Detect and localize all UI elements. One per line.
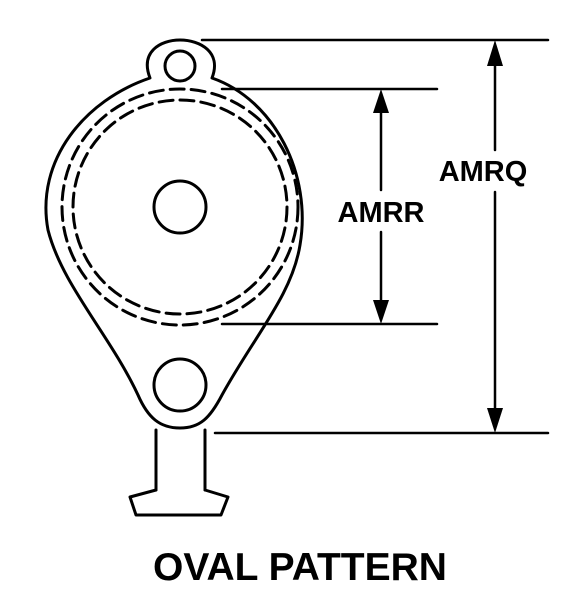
flange-outline	[44, 38, 304, 430]
bottom-mounting-hole	[152, 357, 208, 413]
dimension-label-amrr: AMRR	[338, 197, 425, 229]
hidden-circle-inner	[71, 98, 289, 316]
hidden-circle-outer	[60, 87, 300, 327]
stem-foot	[128, 488, 230, 517]
top-mounting-hole	[163, 49, 197, 83]
arrowhead-amrr-bottom	[373, 300, 389, 324]
center-bore	[152, 179, 208, 235]
arrowhead-amrq-top	[487, 40, 503, 66]
arrowhead-amrr-top	[373, 89, 389, 113]
arrowhead-amrq-bottom	[487, 408, 503, 433]
dimension-label-amrq: AMRQ	[439, 156, 528, 188]
caption-title: OVAL PATTERN	[153, 546, 447, 589]
